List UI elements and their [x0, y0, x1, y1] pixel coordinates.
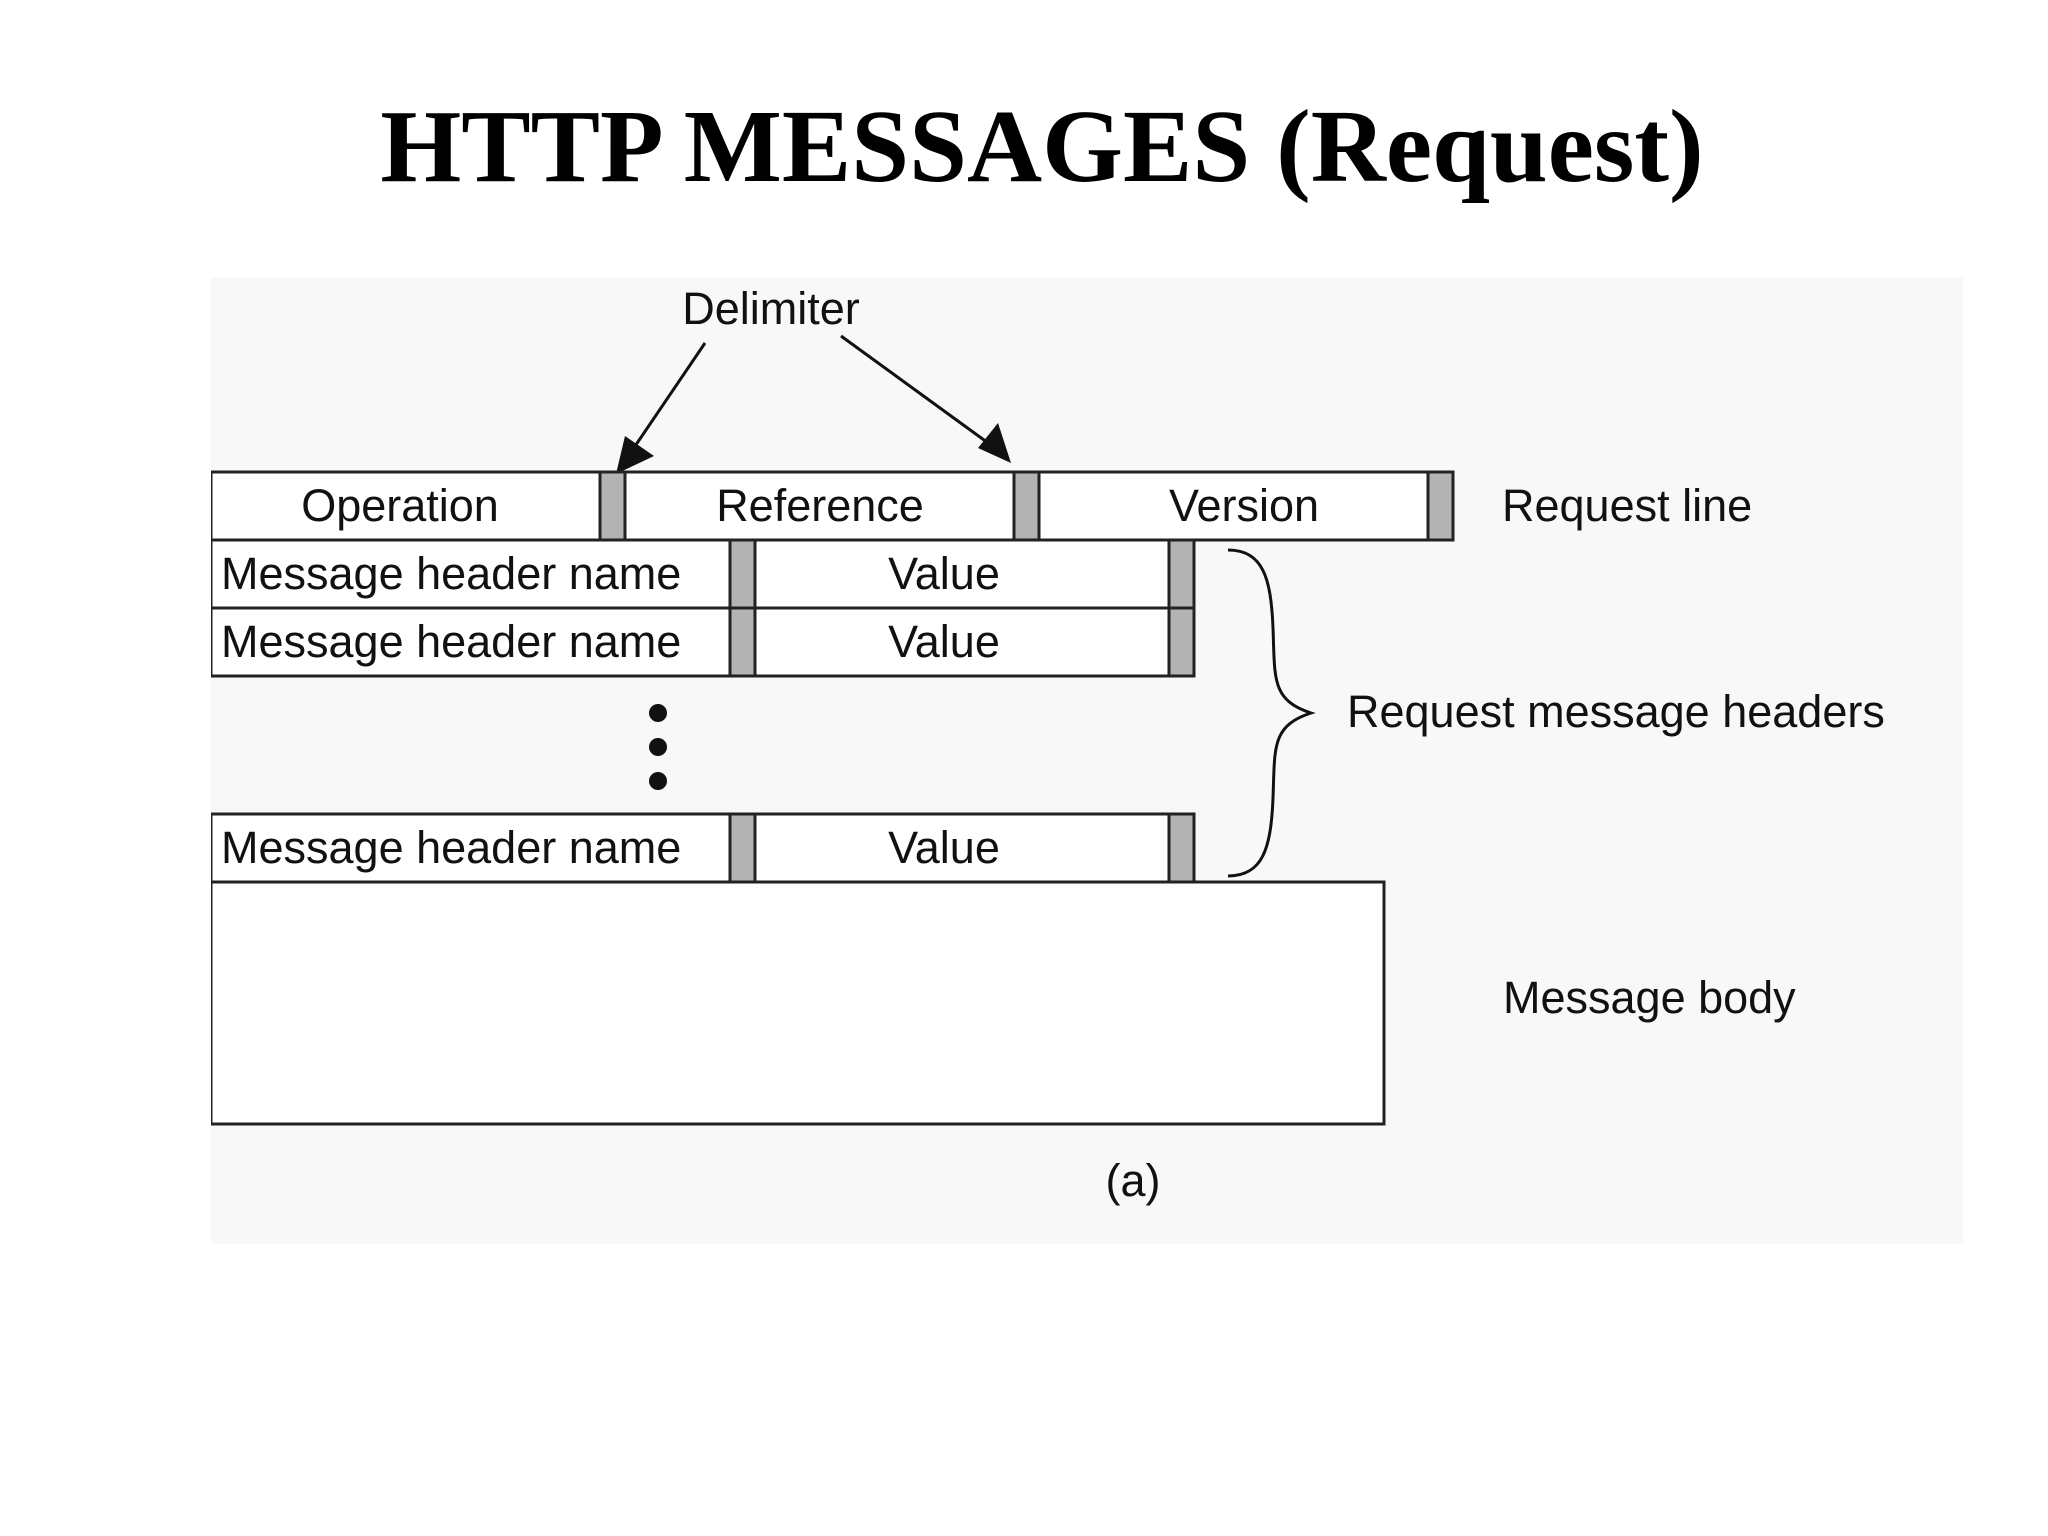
version-field — [1037, 470, 1430, 542]
ellipsis-dot — [649, 738, 667, 756]
header-row: Message header name Value — [211, 812, 1196, 884]
delimiter-block — [1167, 606, 1196, 678]
operation-label: Operation — [301, 480, 499, 531]
ellipsis-dot — [649, 704, 667, 722]
delimiter-block — [1167, 538, 1196, 610]
delimiter-arrow-left — [625, 342, 707, 459]
header-value-field — [753, 812, 1171, 884]
header-row: Message header name Value — [211, 606, 1196, 678]
header-value-field — [753, 606, 1171, 678]
message-body-box — [211, 880, 1386, 1126]
delimiter-block — [598, 470, 627, 542]
ellipsis-dots — [649, 704, 667, 790]
request-line-row: Operation Reference Version — [211, 470, 1455, 542]
delimiter-block — [728, 606, 757, 678]
version-label: Version — [1169, 480, 1319, 531]
delimiter-block — [1012, 470, 1041, 542]
reference-label: Reference — [716, 480, 924, 531]
http-request-diagram: Delimiter Operation Reference Version Re… — [211, 283, 1885, 1206]
delimiter-block — [1167, 812, 1196, 884]
delimiter-label: Delimiter — [682, 283, 860, 334]
header-name-label: Message header name — [221, 548, 681, 599]
figure-panel: Delimiter Operation Reference Version Re… — [211, 278, 1963, 1244]
delimiter-arrowhead-left — [616, 436, 654, 474]
header-row: Message header name Value — [211, 538, 1196, 610]
header-value-label: Value — [888, 616, 1000, 667]
delimiter-block — [728, 538, 757, 610]
message-body-label: Message body — [1503, 972, 1796, 1023]
header-name-field — [211, 606, 732, 678]
header-name-label: Message header name — [221, 616, 681, 667]
header-value-label: Value — [888, 548, 1000, 599]
delimiter-block — [728, 812, 757, 884]
figure-caption: (a) — [1106, 1155, 1161, 1206]
reference-field — [623, 470, 1016, 542]
request-line-label: Request line — [1502, 480, 1752, 531]
headers-brace-icon — [1227, 548, 1316, 878]
headers-label: Request message headers — [1347, 686, 1885, 737]
ellipsis-dot — [649, 772, 667, 790]
delimiter-arrow-right — [840, 334, 996, 450]
header-name-label: Message header name — [221, 822, 681, 873]
delimiter-block — [1426, 470, 1455, 542]
delimiter-arrowhead-right — [978, 423, 1011, 463]
header-value-label: Value — [888, 822, 1000, 873]
slide-title: HTTP MESSAGES (Request) — [380, 89, 1704, 204]
